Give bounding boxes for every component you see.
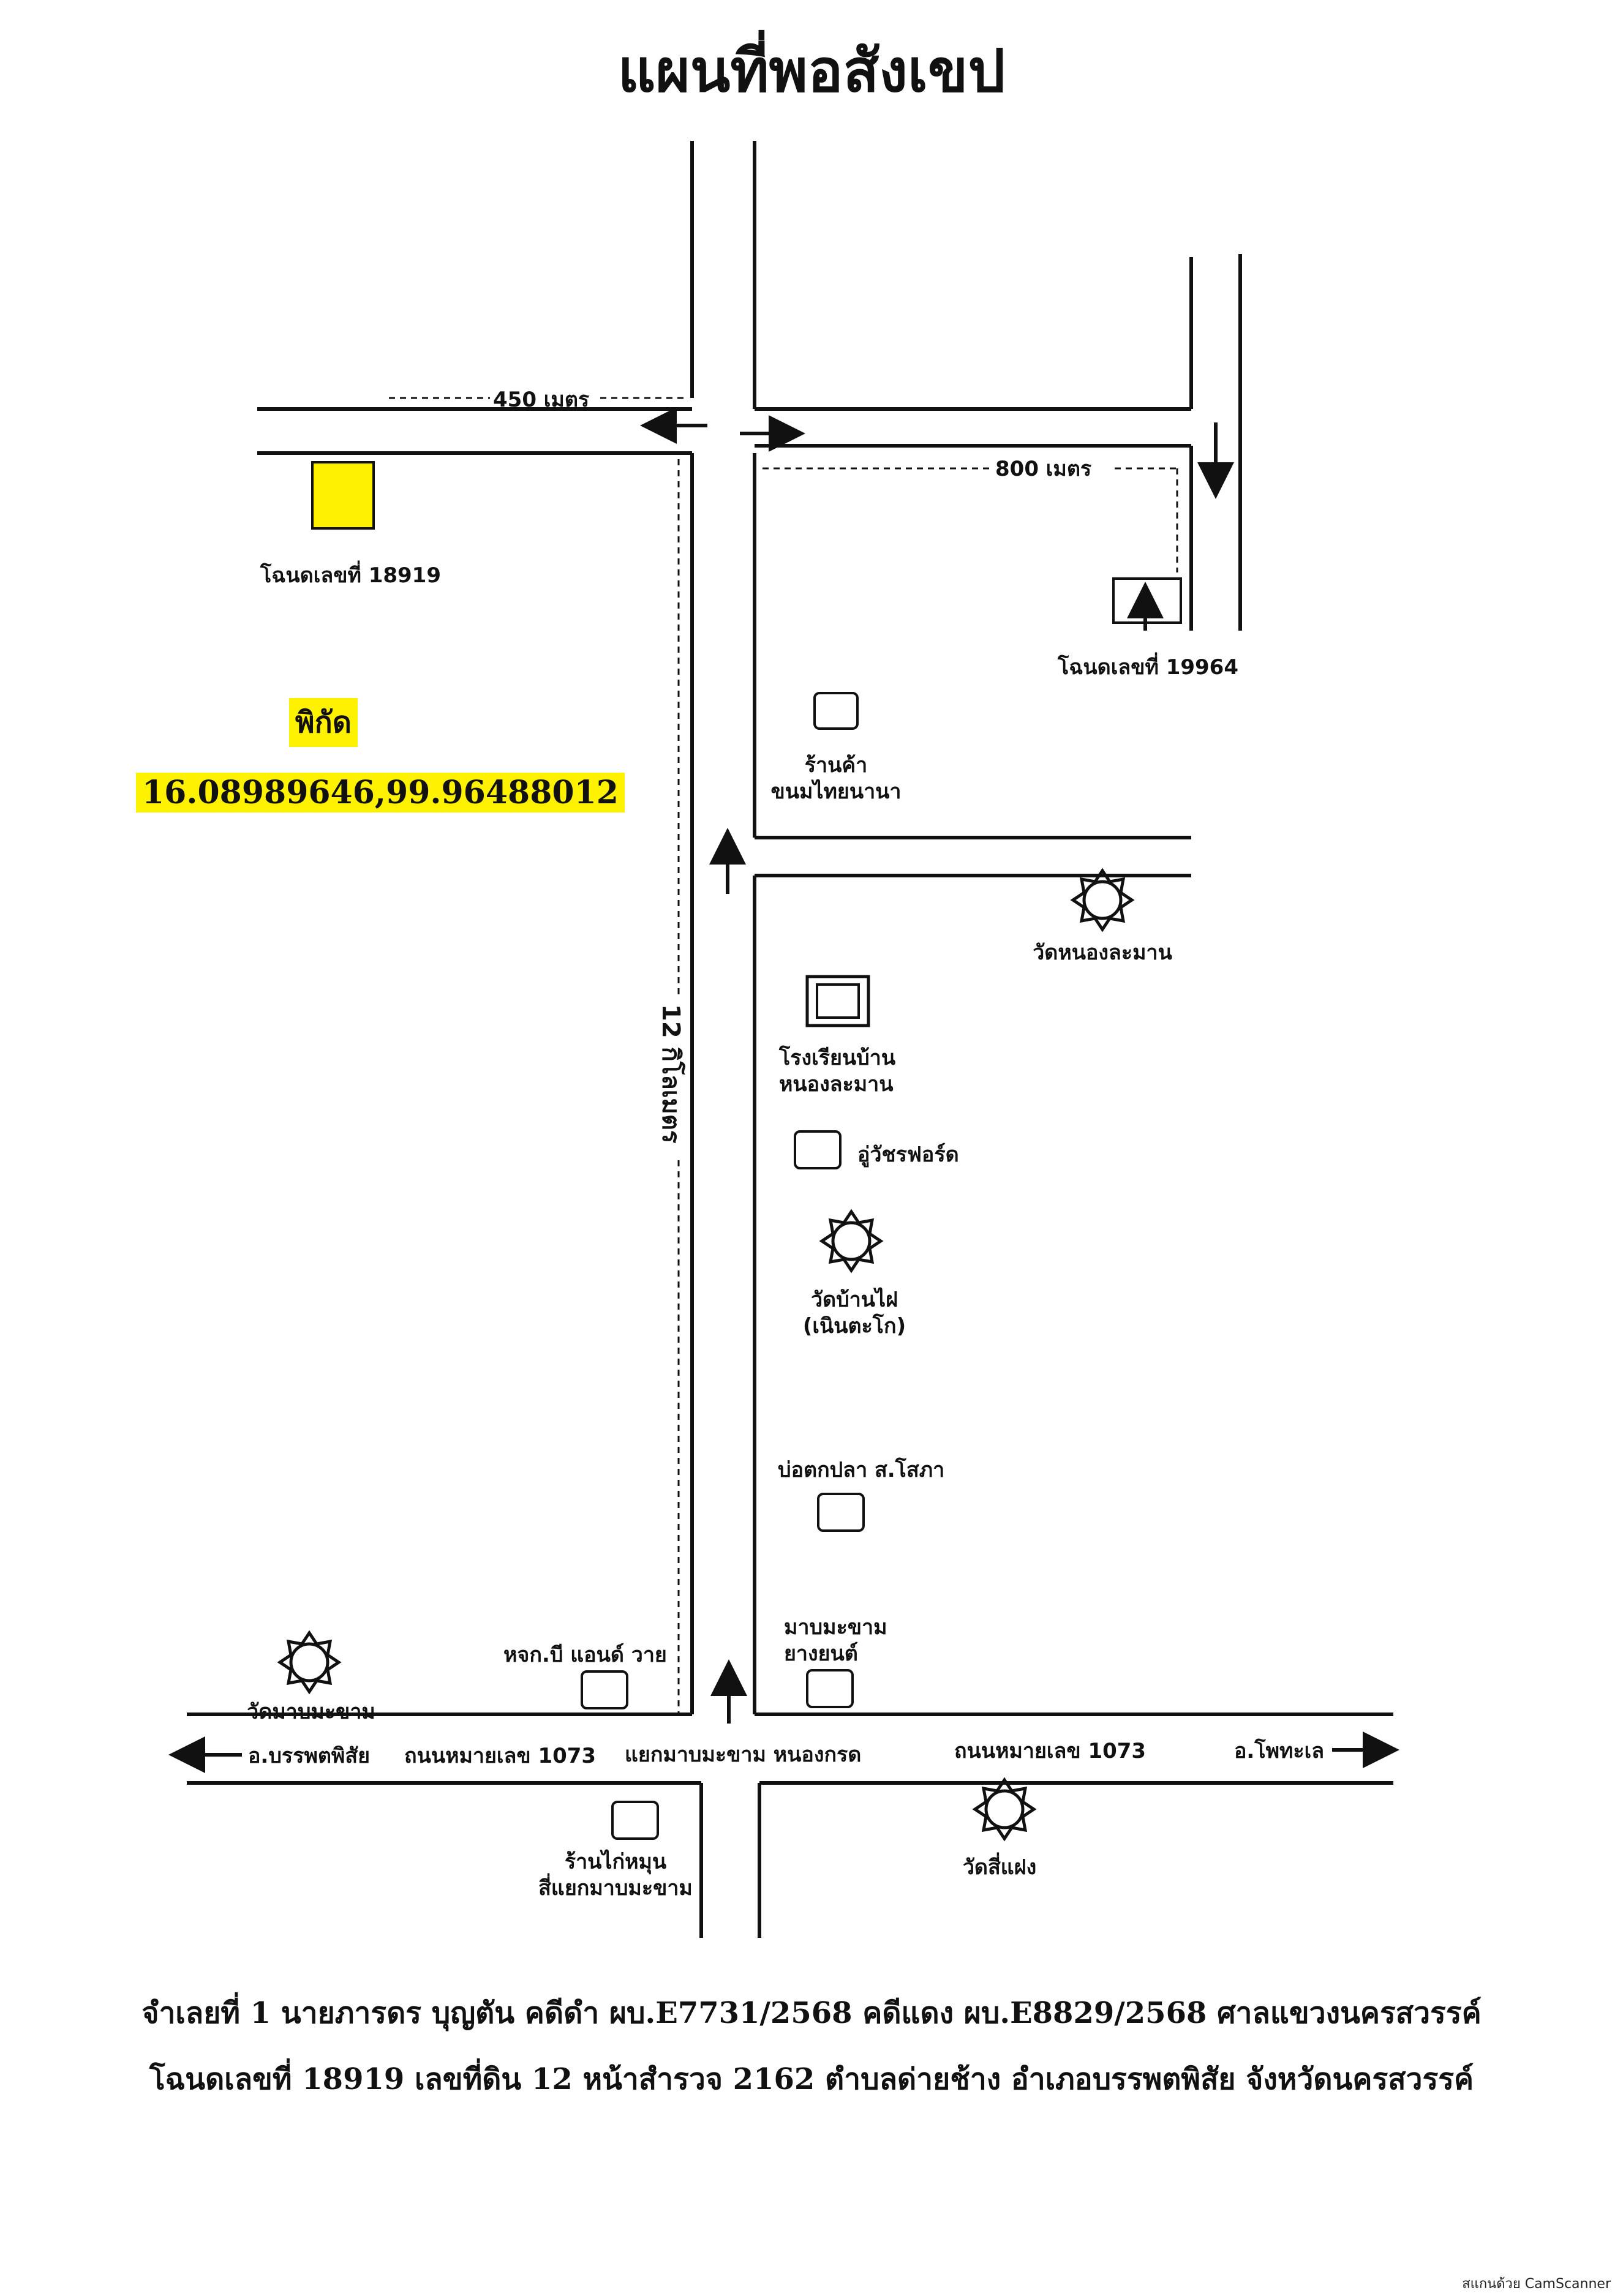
road-label-right: ถนนหมายเลข 1073	[954, 1739, 1147, 1763]
temple-icon	[822, 1212, 881, 1270]
temple-icon	[1073, 871, 1132, 929]
landmark-shop-line2: ขนมไทยนานา	[770, 779, 902, 804]
scanner-watermark: สแกนด้วย CamScanner	[1462, 2276, 1611, 2292]
landmark-tire-line1: มาบมะขาม	[784, 1615, 887, 1640]
landmark-fish-pond: บ่อตกปลา ส.โสภา	[778, 1458, 945, 1482]
shop-building-icon	[813, 692, 859, 730]
tire-shop-building-icon	[806, 1669, 854, 1708]
coordinates-value: 16.08989646,99.96488012	[136, 773, 625, 812]
school-icon	[805, 975, 870, 1027]
distance-label-800: 800 เมตร	[995, 457, 1092, 481]
landmark-school-line2: หนองละมาน	[779, 1072, 894, 1097]
junction-label: แยกมาบมะขาม หนองกรด	[625, 1743, 862, 1767]
chicken-shop-building-icon	[611, 1801, 659, 1840]
distance-label-450: 450 เมตร	[493, 388, 590, 412]
landmark-temple-banfai-line2: (เนินตะโก)	[802, 1314, 906, 1338]
landmark-temple-banfai-line1: วัดบ้านไฝ	[810, 1288, 898, 1312]
road-label-left: ถนนหมายเลข 1073	[404, 1744, 597, 1768]
fish-pond-building-icon	[817, 1493, 865, 1532]
garage-building-icon	[794, 1130, 842, 1169]
landmark-company: หจก.บี แอนด์ วาย	[503, 1643, 667, 1667]
temple-icon	[280, 1633, 339, 1692]
landmark-chicken-line2: สี่แยกมาบมะขาม	[538, 1876, 693, 1900]
target-parcel-box	[311, 461, 375, 530]
landmark-temple-nonglaman: วัดหนองละมาน	[1033, 940, 1172, 965]
distance-label-12km: 12 กิโลเมตร	[657, 1004, 685, 1144]
parcel-label-19964: โฉนดเลขที่ 19964	[1058, 655, 1238, 680]
landmark-garage: อู่วัชรฟอร์ด	[857, 1142, 959, 1167]
road-dest-right: อ.โพทะเล	[1234, 1739, 1325, 1763]
landmark-school-line1: โรงเรียนบ้าน	[779, 1046, 896, 1070]
distance-lines	[389, 397, 1178, 1714]
landmark-chicken-line1: ร้านไก่หมุน	[564, 1850, 667, 1874]
landmark-temple-sipaeng: วัดสี่แฝง	[962, 1855, 1037, 1880]
temple-icon	[975, 1780, 1034, 1839]
landmark-shop-line1: ร้านค้า	[804, 753, 868, 778]
company-building-icon	[581, 1670, 628, 1709]
map-title: แผนที่พอสังเขป	[617, 37, 1006, 105]
parcel-label-18919: โฉนดเลขที่ 18919	[260, 563, 441, 588]
roads	[187, 141, 1393, 1938]
landmark-temple-mapmakham: วัดมาบมะขาม	[247, 1700, 375, 1724]
coordinates-label: พิกัด	[289, 698, 358, 747]
landmark-tire-line2: ยางยนต์	[784, 1641, 858, 1666]
road-dest-left: อ.บรรพตพิสัย	[248, 1744, 371, 1768]
footer-line-2: โฉนดเลขที่ 18919 เลขที่ดิน 12 หน้าสำรวจ …	[149, 2062, 1474, 2096]
footer-line-1: จำเลยที่ 1 นายภารดร บุญตัน คดีดำ ผบ.E773…	[141, 1996, 1482, 2030]
parcel-box	[1112, 577, 1182, 624]
